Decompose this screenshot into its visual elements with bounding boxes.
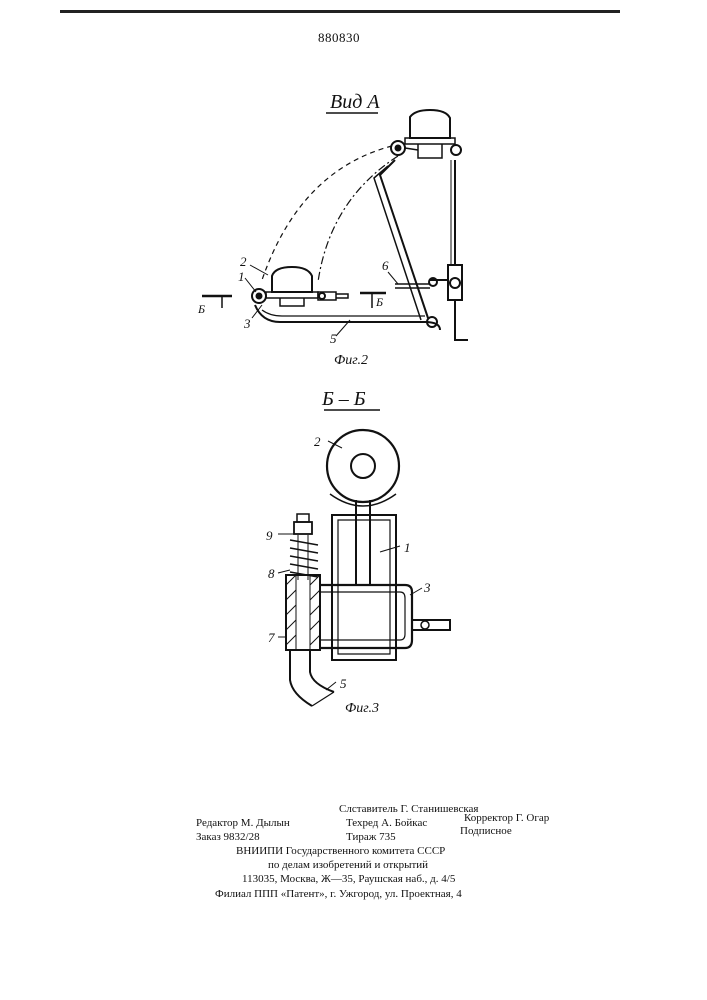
subscription-line: Подписное xyxy=(460,825,512,837)
branch-line: Филиал ППП «Патент», г. Ужгород, ул. Про… xyxy=(215,888,462,900)
order-line: Заказ 9832/28 xyxy=(196,831,260,843)
org-line-1: ВНИИПИ Государственного комитета СССР xyxy=(236,845,445,857)
compiler-line: Слставитель Г. Станишевская xyxy=(339,803,478,815)
address-line: 113035, Москва, Ж—35, Раушская наб., д. … xyxy=(242,873,455,885)
techred-line: Техред А. Бойкас xyxy=(346,817,427,829)
corrector-line: Корректор Г. Огар xyxy=(464,812,549,824)
org-line-2: по делам изобретений и открытий xyxy=(268,859,428,871)
editor-line: Редактор М. Дылын xyxy=(196,817,290,829)
circulation-line: Тираж 735 xyxy=(346,831,396,843)
